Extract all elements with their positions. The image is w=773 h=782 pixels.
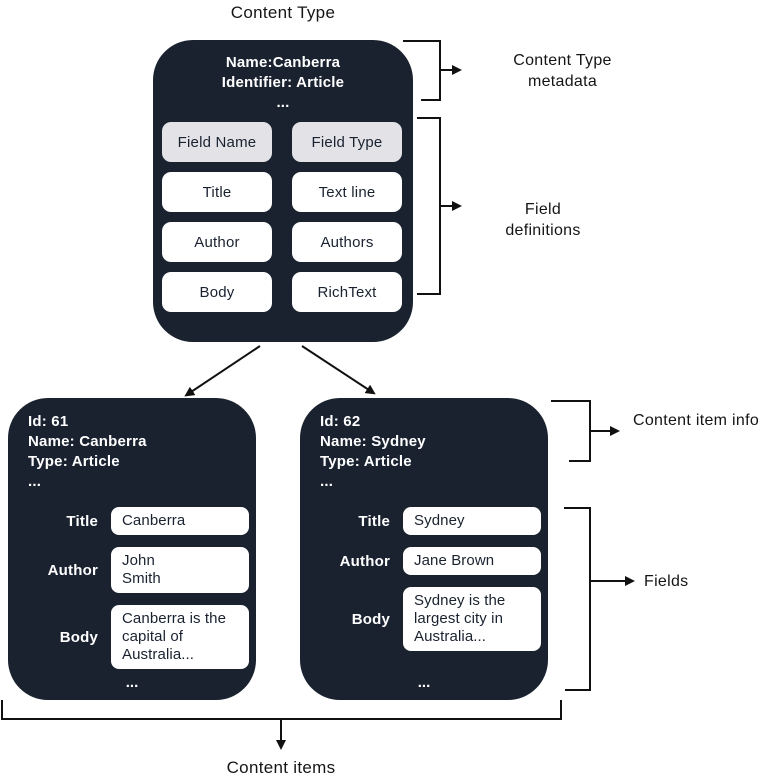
content-type-title: Content Type xyxy=(230,3,336,22)
field-value: Jane Brown xyxy=(403,547,541,575)
field-type-cell: RichText xyxy=(292,272,402,312)
content-item-type: Type: Article xyxy=(320,453,412,470)
field-value: John Smith xyxy=(111,547,249,593)
field-type-header-cell: Field Type xyxy=(292,122,402,162)
content-type-ellipsis: ... xyxy=(276,94,290,111)
content-type-box: Name:Canberra Identifier: Article ... Fi… xyxy=(153,40,413,367)
field-value: Canberra xyxy=(111,507,249,535)
content-item-footer-ellipsis: ... xyxy=(417,674,431,691)
field-name-cell: Author xyxy=(162,222,272,262)
content-item-type: Type: Article xyxy=(28,453,120,470)
field-label: Author xyxy=(339,552,390,570)
content-item-box-canberra: Id: 61 Name: Canberra Type: Article ... … xyxy=(8,398,256,700)
content-items-label: Content items xyxy=(226,758,336,777)
content-item-box-sydney: Id: 62 Name: Sydney Type: Article ... Ti… xyxy=(300,398,548,700)
content-item-ellipsis: ... xyxy=(320,473,334,490)
content-type-metadata-block: Name:Canberra Identifier: Article ... xyxy=(153,40,413,113)
field-label: Author xyxy=(47,561,98,579)
content-type-identifier: Identifier: Article xyxy=(221,74,345,91)
fields-label: Fields xyxy=(644,573,689,590)
field-value: Canberra is the capital of Australia... xyxy=(111,605,249,669)
content-item-fields: Title Canberra Author John Smith Body Ca… xyxy=(26,507,256,669)
field-row-author: Author John Smith xyxy=(26,547,256,593)
content-item-id: Id: 62 xyxy=(320,413,361,430)
content-item-ellipsis: ... xyxy=(28,473,42,490)
bracket-fields xyxy=(564,507,591,691)
field-row-author: Author Jane Brown xyxy=(318,547,548,575)
field-type-cell: Authors xyxy=(292,222,402,262)
field-label: Body xyxy=(351,610,390,628)
field-row-body: Body Sydney is the largest city in Austr… xyxy=(318,587,548,651)
field-name-cell: Body xyxy=(162,272,272,312)
field-type-cell: Text line xyxy=(292,172,402,212)
content-item-id: Id: 61 xyxy=(28,413,69,430)
content-item-info-block: Id: 61 Name: Canberra Type: Article ... xyxy=(8,398,256,492)
field-label: Body xyxy=(59,628,98,646)
bracket-field-definitions xyxy=(417,117,441,295)
bracket-content-items xyxy=(1,700,562,720)
field-row-body: Body Canberra is the capital of Australi… xyxy=(26,605,256,669)
field-name-cell: Title xyxy=(162,172,272,212)
field-definitions-table: Field Name Field Type Title Text line Au… xyxy=(162,122,402,312)
field-definitions-label: Field definitions xyxy=(505,201,581,239)
field-table-ellipsis: ... xyxy=(276,350,290,367)
field-name-header-cell: Field Name xyxy=(162,122,272,162)
content-item-footer-ellipsis: ... xyxy=(125,674,139,691)
field-row-title: Title Canberra xyxy=(26,507,256,535)
content-item-info-label: Content item info xyxy=(632,412,760,429)
field-label: Title xyxy=(358,512,390,530)
content-item-name: Name: Canberra xyxy=(28,433,147,450)
content-type-metadata-label: Content Type metadata xyxy=(513,52,612,90)
field-value: Sydney xyxy=(403,507,541,535)
field-row-title: Title Sydney xyxy=(318,507,548,535)
content-item-name: Name: Sydney xyxy=(320,433,426,450)
content-item-info-block: Id: 62 Name: Sydney Type: Article ... xyxy=(300,398,548,492)
field-value: Sydney is the largest city in Australia.… xyxy=(403,587,541,651)
field-label: Title xyxy=(66,512,98,530)
content-item-fields: Title Sydney Author Jane Brown Body Sydn… xyxy=(318,507,548,651)
bracket-content-item-info xyxy=(551,400,591,462)
content-type-name: Name:Canberra xyxy=(225,54,341,71)
